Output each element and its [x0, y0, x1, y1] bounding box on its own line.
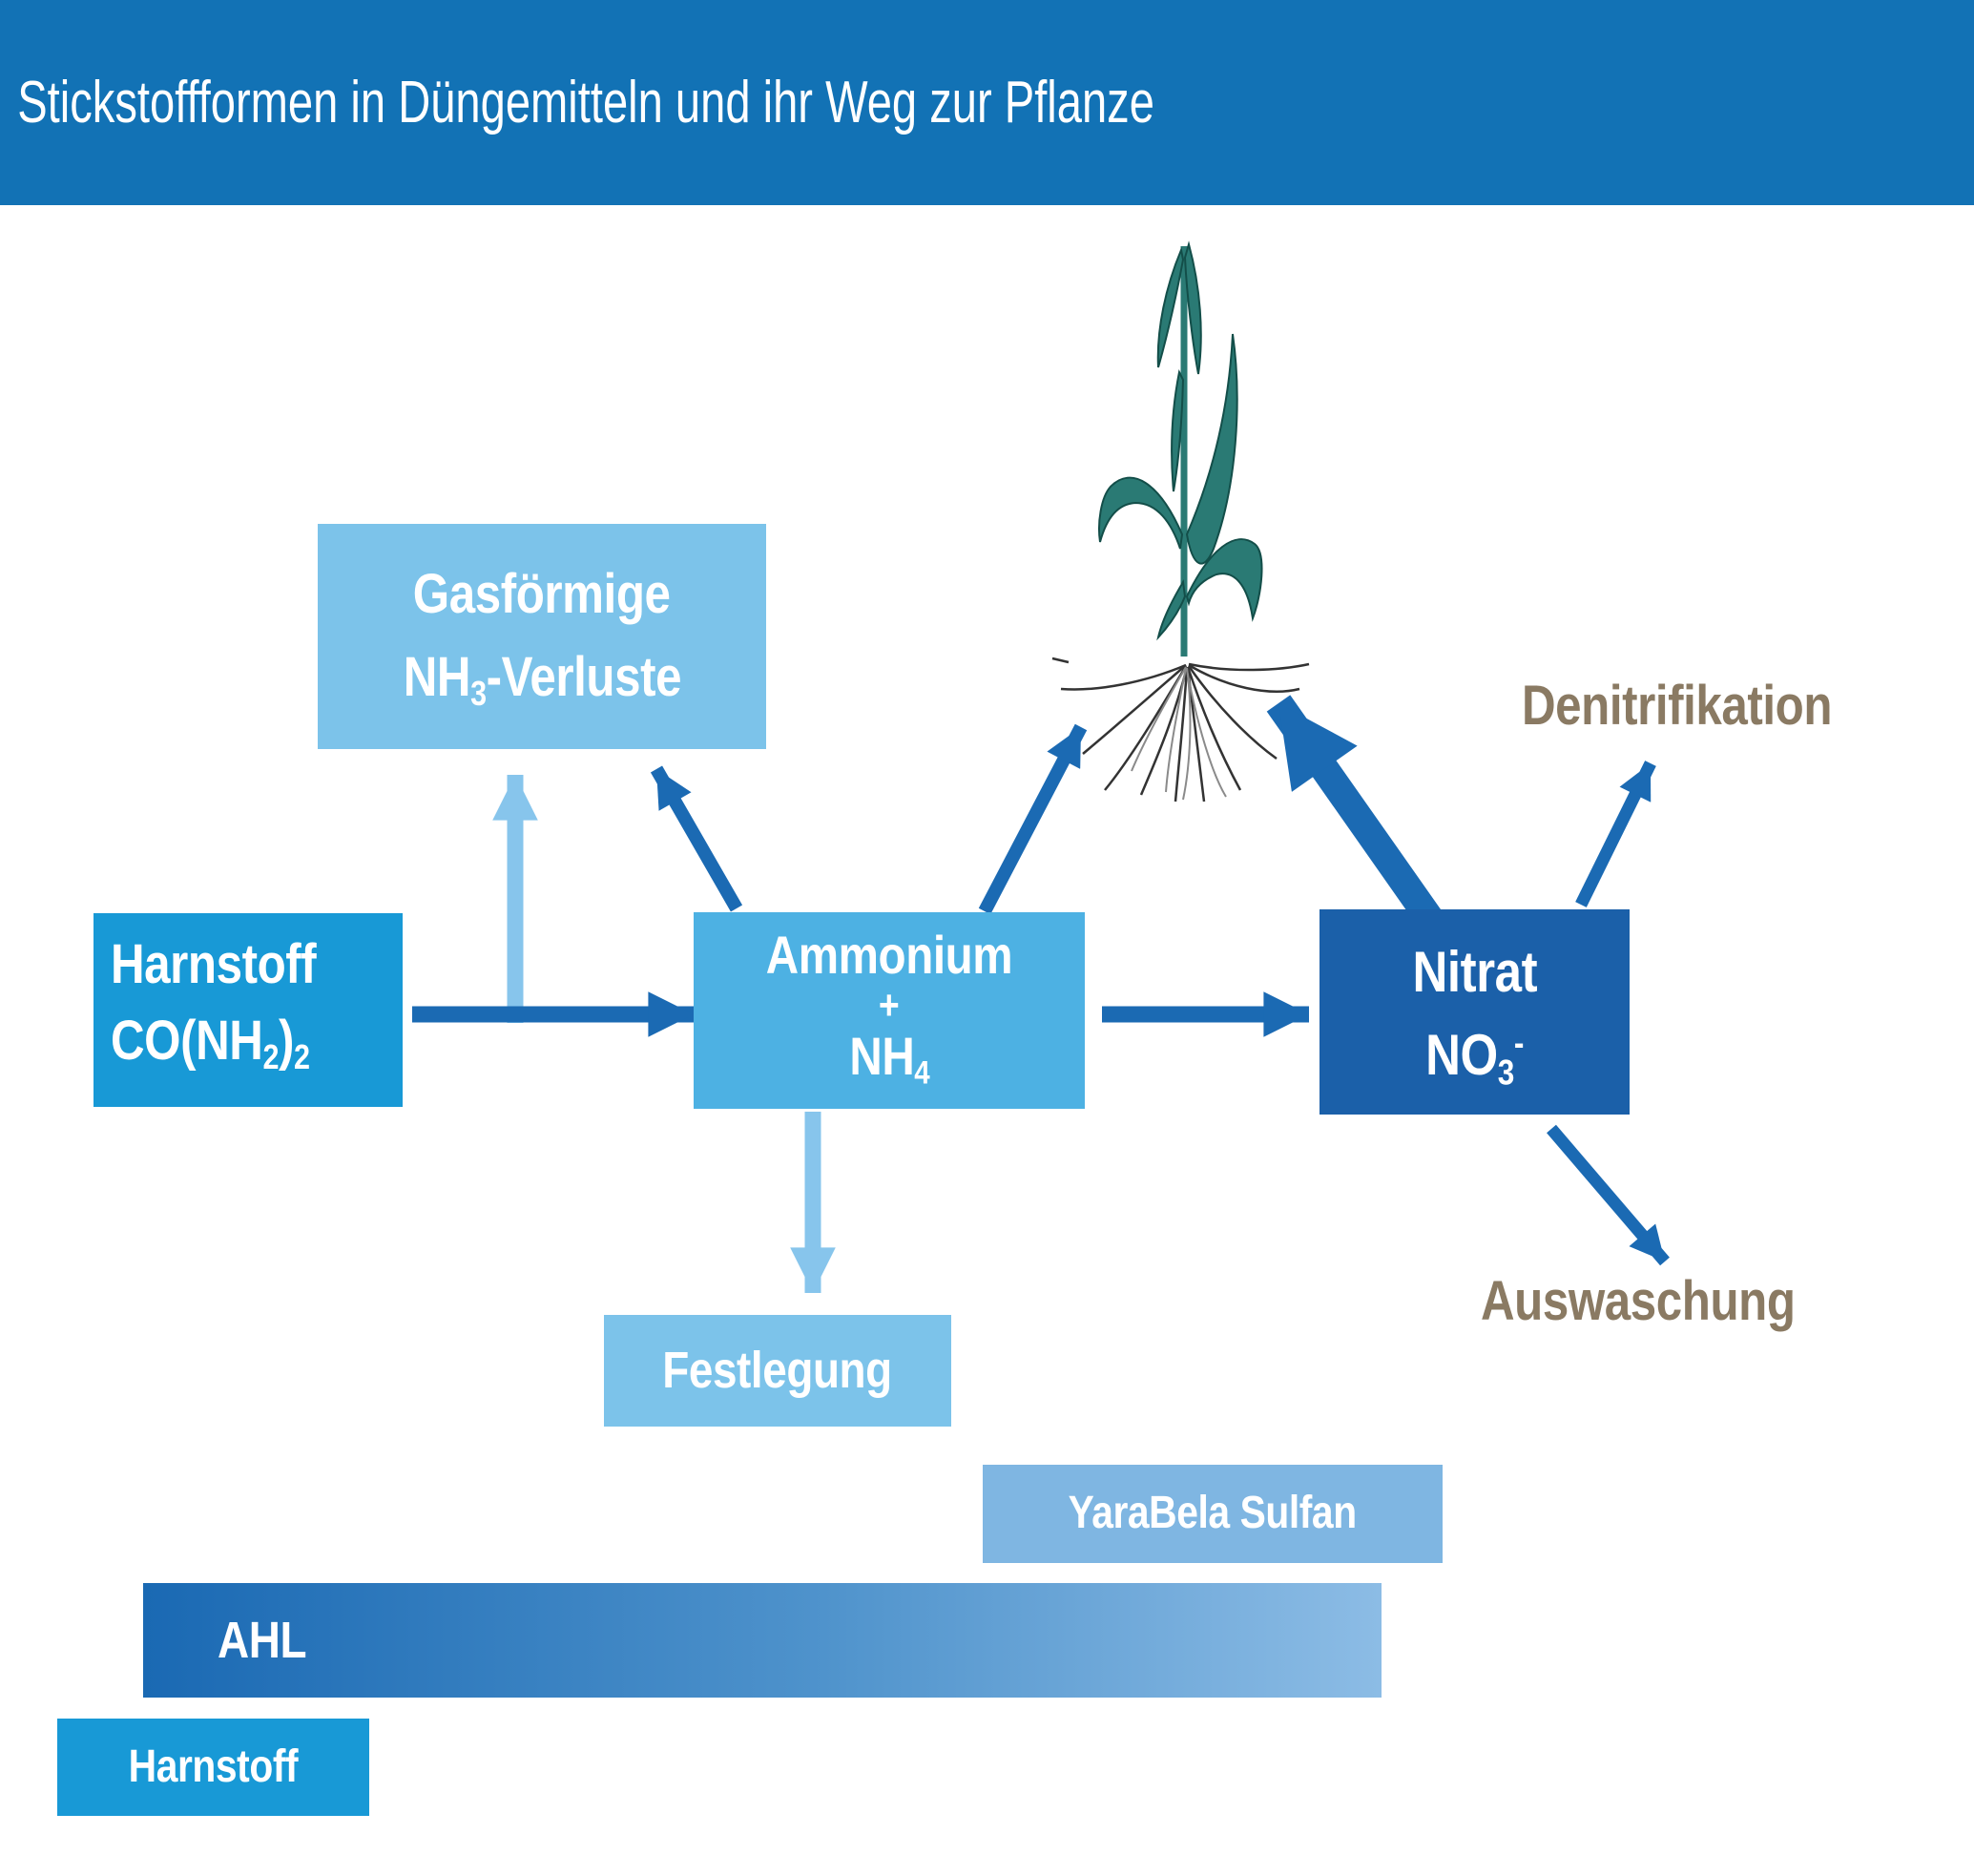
page-title: Stickstoffformen in Düngemitteln und ihr… [17, 70, 1154, 135]
formula-part: -Verluste [486, 646, 681, 708]
header-bar: Stickstoffformen in Düngemitteln und ihr… [0, 0, 1974, 205]
plus-sign: + [879, 981, 900, 1029]
box-harnstoff-top: Harnstoff CO(NH2)2 [94, 913, 403, 1107]
formula-part: NH [403, 646, 470, 708]
arrow-nitrat-to-auswaschung [1547, 1124, 1670, 1266]
box-festlegung: Festlegung [604, 1315, 951, 1427]
box-label: Festlegung [662, 1342, 893, 1400]
box-ammonium: Ammonium + NH4 [694, 912, 1085, 1109]
arrow-ammonium-to-gas-losses [650, 765, 743, 912]
formula-part: NO [1425, 1023, 1498, 1087]
formula-line: NH3-Verluste [403, 636, 681, 719]
arrow-nitrat-to-denitrifikation [1575, 761, 1656, 907]
formula-part: NH [849, 1025, 914, 1086]
formula-subscript: 4 [913, 1054, 929, 1092]
box-label: Ammonium [765, 925, 1013, 985]
formula-subscript: 2 [262, 1037, 280, 1077]
plant-roots-fine [1131, 666, 1227, 801]
bar-label: AHL [218, 1611, 307, 1669]
plant-roots [1051, 657, 1310, 803]
formula-subscript: 3 [1497, 1052, 1515, 1093]
bar-label: Harnstoff [128, 1741, 299, 1792]
label-denitrifikation: Denitrifikation [1522, 675, 1833, 737]
arrow-ammonium-to-plant [978, 723, 1088, 915]
arrow-nitrat-to-plant-thick [1266, 695, 1442, 927]
formula-subscript: 3 [469, 674, 487, 714]
bar-ahl: AHL [143, 1583, 1382, 1698]
box-nitrat: Nitrat NO3- [1319, 909, 1630, 1115]
formula-superscript: - [1513, 1022, 1525, 1063]
formula-subscript: 2 [294, 1037, 310, 1077]
bar-label: YaraBela Sulfan [1068, 1488, 1358, 1539]
box-gasfoermige-nh3-verluste: Gasförmige NH3-Verluste [318, 524, 766, 749]
formula-part: CO(NH [111, 1010, 263, 1073]
formula-line: NO3- [1425, 1013, 1524, 1098]
bar-harnstoff-bottom: Harnstoff [57, 1719, 369, 1816]
corn-plant-with-roots-icon [1051, 240, 1310, 803]
formula-line: NH4 [849, 1025, 929, 1092]
box-label: Harnstoff [111, 933, 317, 995]
box-label: Nitrat [1412, 940, 1537, 1004]
formula-part: ) [279, 1010, 295, 1073]
box-label: Gasförmige [413, 563, 671, 625]
plant-leaves [1098, 240, 1263, 641]
formula-line: CO(NH2)2 [111, 1003, 310, 1081]
label-auswaschung: Auswaschung [1481, 1270, 1796, 1332]
bar-yarabela-sulfan: YaraBela Sulfan [983, 1465, 1443, 1563]
